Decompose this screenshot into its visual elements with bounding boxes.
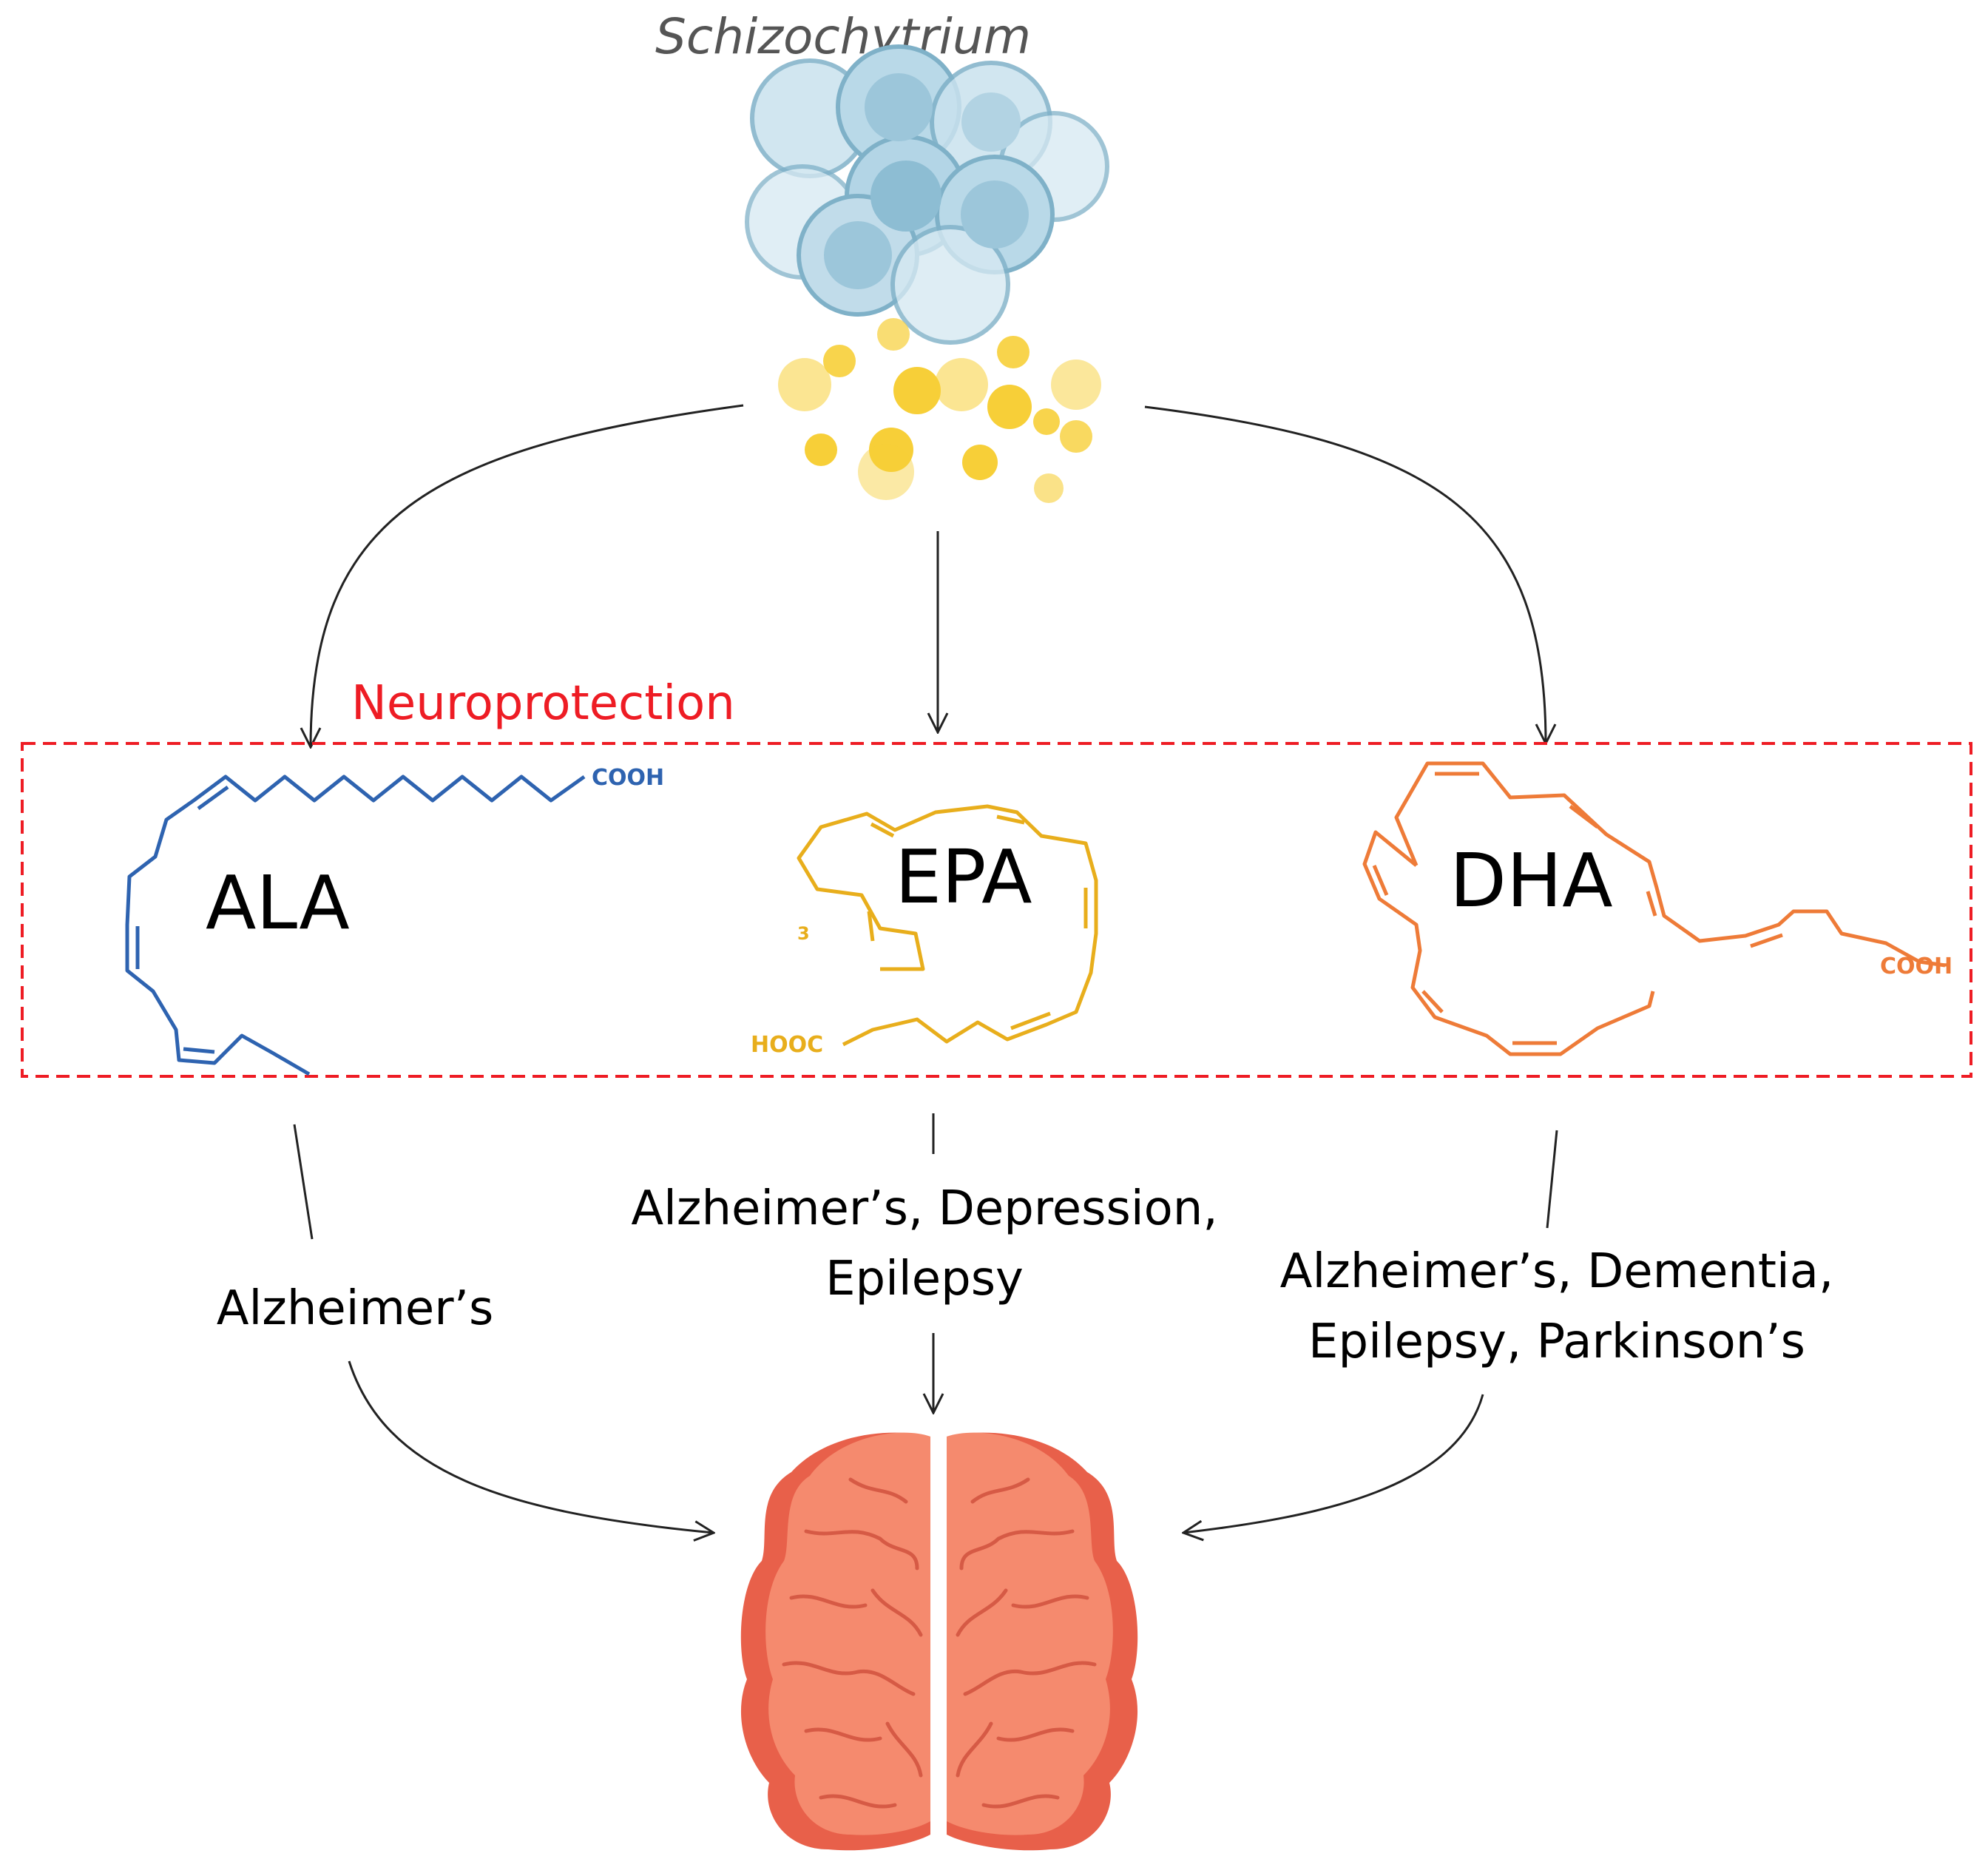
epa-effect-line2: Epilepsy	[825, 1252, 1024, 1306]
neuroprotection-box	[21, 742, 1972, 1078]
ala-cooh: COOH	[592, 765, 664, 791]
arrow-ala-to-brain	[348, 1360, 714, 1533]
epa-omega-mark: 3	[797, 923, 810, 944]
dha-label: DHA	[1450, 837, 1613, 924]
oil-droplets-icon	[778, 318, 1101, 503]
dha-structure	[1362, 761, 1946, 1056]
epa-effect-line1: Alzheimer’s, Depression,	[631, 1181, 1217, 1236]
cell-cluster-icon	[745, 44, 1109, 345]
dha-cooh: COOH	[1880, 954, 1952, 979]
epa-label: EPA	[895, 834, 1032, 920]
brain-icon	[740, 1432, 1138, 1851]
dha-effect-connector	[1546, 1130, 1558, 1229]
organism-name: Schizochytrium	[655, 8, 1031, 65]
neuroprotection-label: Neuroprotection	[351, 676, 735, 731]
ala-label: ALA	[206, 860, 350, 946]
arrow-dha-to-brain	[1183, 1394, 1484, 1533]
ala-structure	[125, 775, 586, 1076]
arrow-to-ala	[311, 404, 744, 747]
dha-effect-line1: Alzheimer’s, Dementia,	[1280, 1244, 1834, 1299]
ala-effect-text: Alzheimer’s	[217, 1281, 494, 1336]
epa-structure	[797, 804, 1098, 1047]
ala-effect-connector	[293, 1124, 314, 1240]
epa-hooc: HOOC	[751, 1032, 823, 1058]
arrow-to-dha	[1144, 405, 1546, 743]
dha-effect-line2: Epilepsy, Parkinson’s	[1308, 1315, 1805, 1369]
